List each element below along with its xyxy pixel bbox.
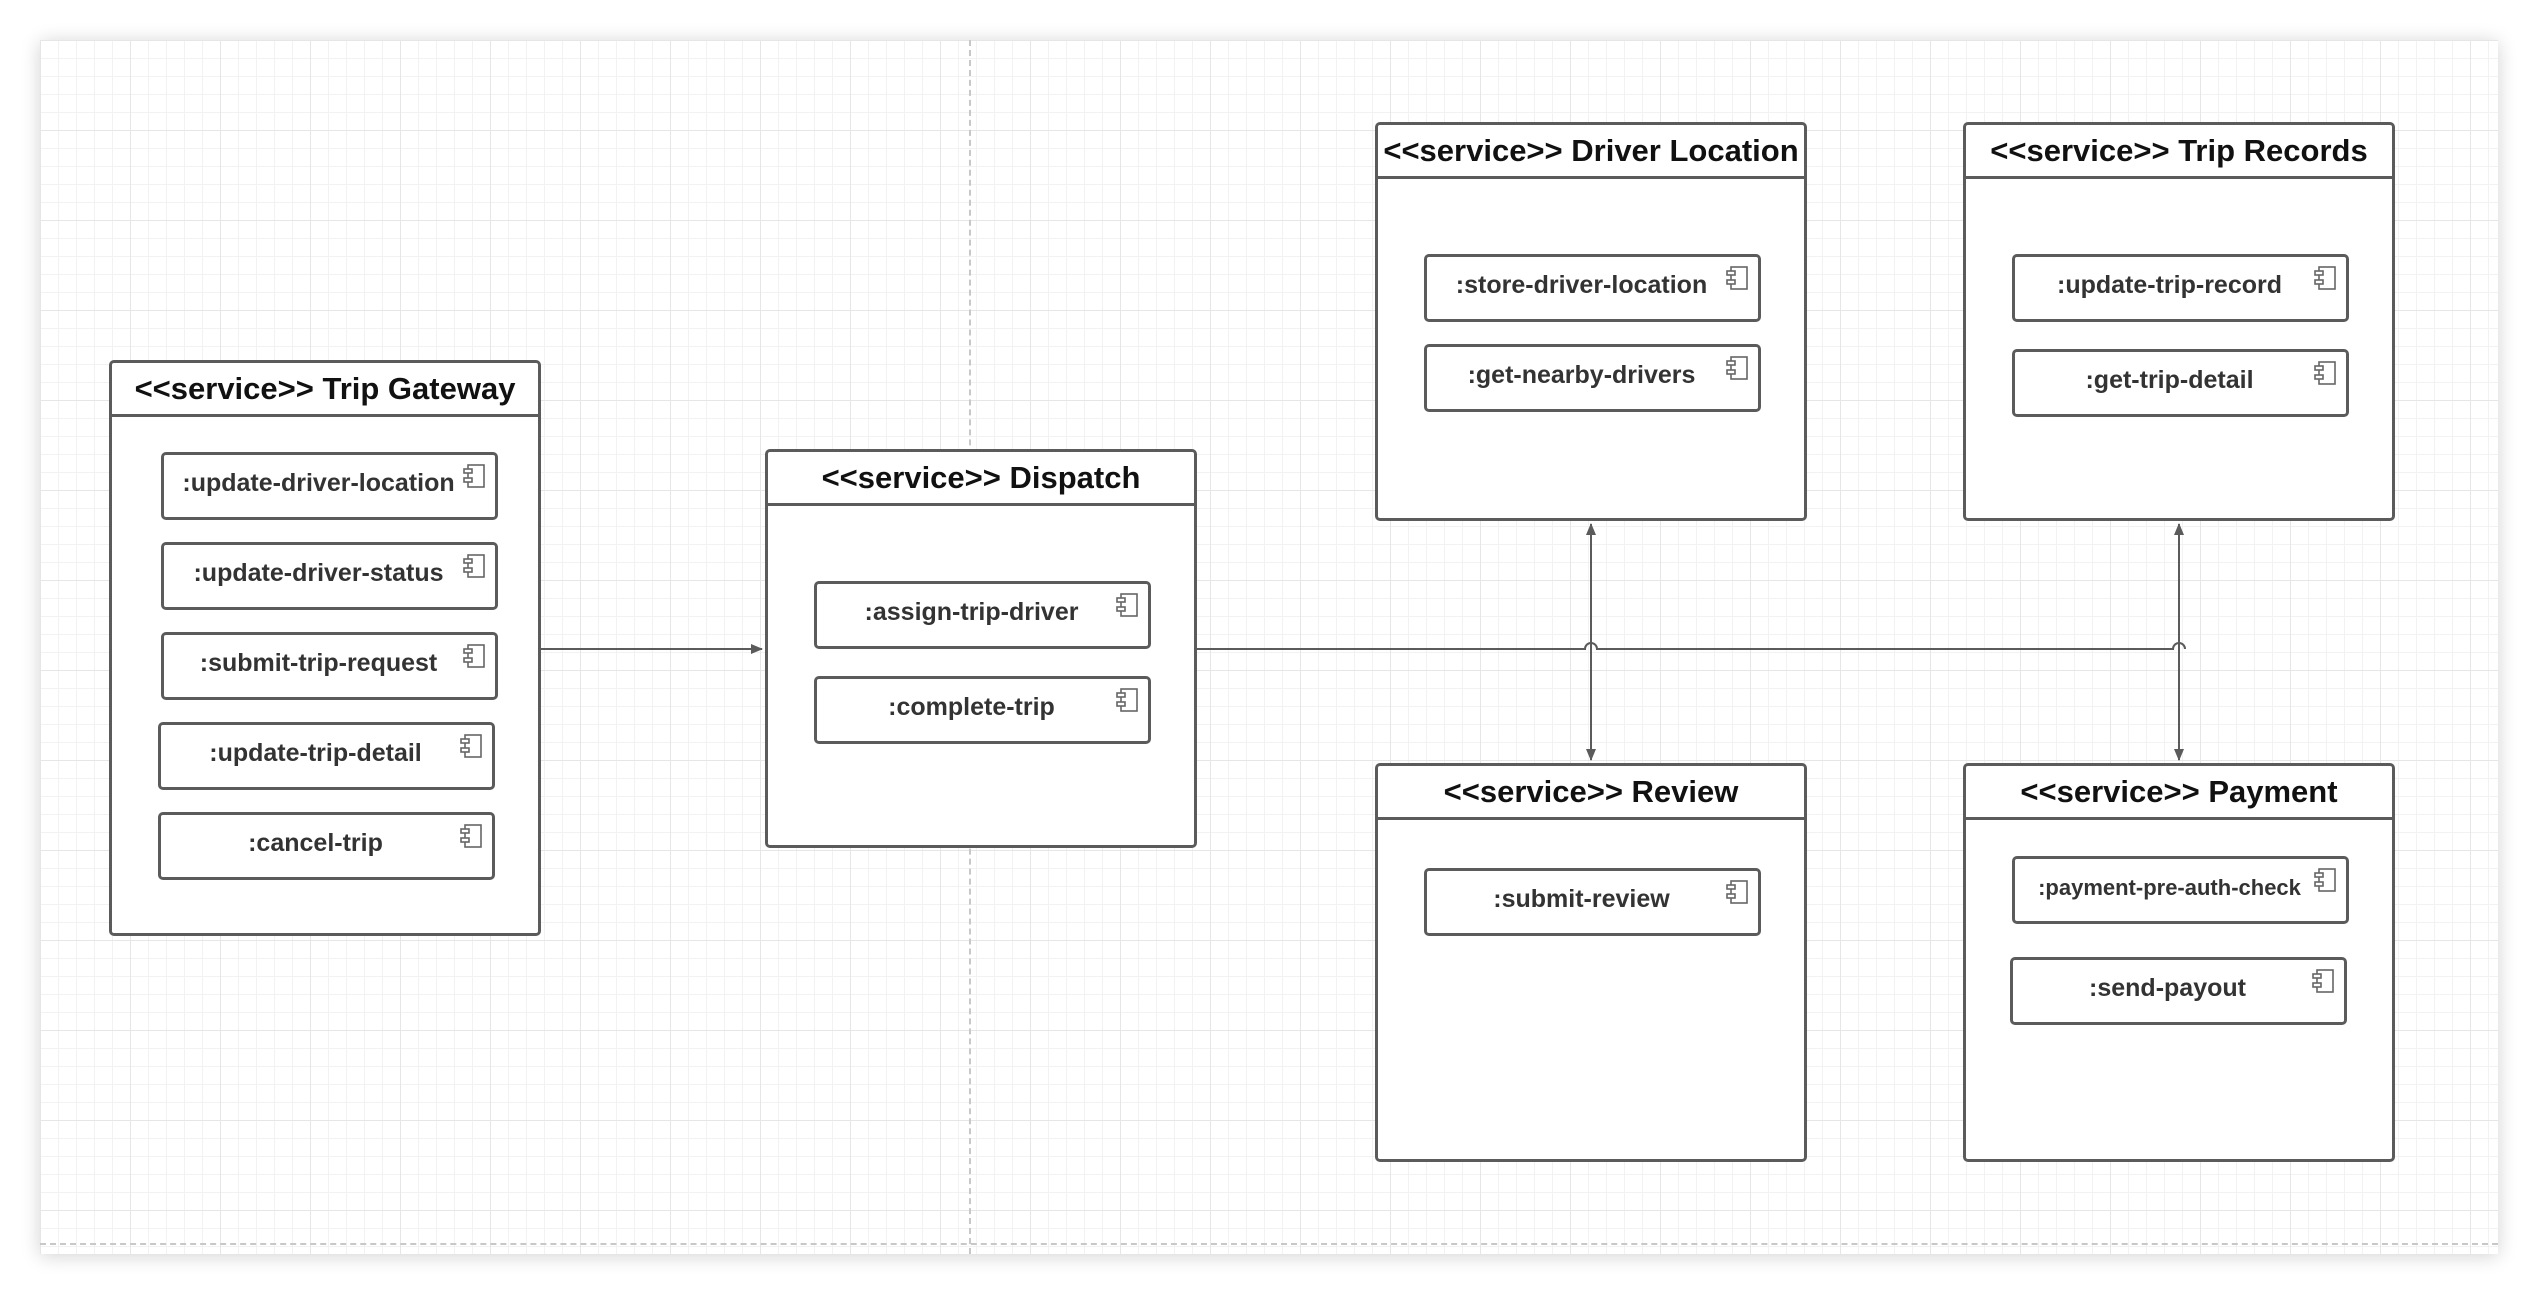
uml-component-icon — [460, 824, 482, 848]
uml-component-icon — [1726, 880, 1748, 904]
component-label: :cancel-trip — [248, 829, 383, 857]
uml-component-icon — [463, 464, 485, 488]
component-label: :update-trip-record — [2057, 271, 2282, 299]
uml-component-icon — [460, 734, 482, 758]
component-get-nearby-drivers[interactable]: :get-nearby-drivers — [1424, 344, 1761, 412]
uml-component-icon — [2314, 361, 2336, 385]
component-update-trip-record[interactable]: :update-trip-record — [2012, 254, 2349, 322]
uml-component-icon — [2312, 969, 2334, 993]
uml-component-icon — [463, 554, 485, 578]
service-title: <<service>> Trip Records — [1966, 125, 2392, 179]
component-send-payout[interactable]: :send-payout — [2010, 957, 2347, 1025]
component-assign-trip-driver[interactable]: :assign-trip-driver — [814, 581, 1151, 649]
component-label: :complete-trip — [888, 693, 1055, 721]
component-label: :update-trip-detail — [209, 739, 422, 767]
component-label: :get-nearby-drivers — [1467, 361, 1696, 389]
component-label: :submit-trip-request — [199, 649, 438, 677]
component-label: :payment-pre-auth-check — [2038, 875, 2301, 900]
service-title: <<service>> Review — [1378, 766, 1804, 820]
uml-component-icon — [1726, 266, 1748, 290]
component-label: :send-payout — [2089, 974, 2246, 1002]
component-label: :assign-trip-driver — [864, 598, 1079, 626]
component-update-driver-location[interactable]: :update-driver-location — [161, 452, 498, 520]
component-submit-trip-request[interactable]: :submit-trip-request — [161, 632, 498, 700]
page-break-guide-horizontal — [40, 1243, 2498, 1245]
service-trip-records[interactable]: <<service>> Trip Records :update-trip-re… — [1963, 122, 2395, 521]
uml-component-icon — [1116, 688, 1138, 712]
component-label: :store-driver-location — [1455, 271, 1708, 299]
uml-component-icon — [2314, 868, 2336, 892]
component-label: :update-driver-status — [193, 559, 444, 587]
service-trip-gateway[interactable]: <<service>> Trip Gateway :update-driver-… — [109, 360, 541, 936]
component-get-trip-detail[interactable]: :get-trip-detail — [2012, 349, 2349, 417]
component-cancel-trip[interactable]: :cancel-trip — [158, 812, 495, 880]
service-title: <<service>> Dispatch — [768, 452, 1194, 506]
service-review[interactable]: <<service>> Review :submit-review — [1375, 763, 1807, 1162]
component-label: :update-driver-location — [182, 469, 455, 497]
component-update-trip-detail[interactable]: :update-trip-detail — [158, 722, 495, 790]
uml-component-icon — [2314, 266, 2336, 290]
uml-component-icon — [1116, 593, 1138, 617]
service-title: <<service>> Trip Gateway — [112, 363, 538, 417]
component-submit-review[interactable]: :submit-review — [1424, 868, 1761, 936]
component-complete-trip[interactable]: :complete-trip — [814, 676, 1151, 744]
component-payment-pre-auth-check[interactable]: :payment-pre-auth-check — [2012, 856, 2349, 924]
uml-component-icon — [463, 644, 485, 668]
component-label: :get-trip-detail — [2085, 366, 2254, 394]
service-payment[interactable]: <<service>> Payment :payment-pre-auth-ch… — [1963, 763, 2395, 1162]
component-update-driver-status[interactable]: :update-driver-status — [161, 542, 498, 610]
service-title: <<service>> Driver Location — [1378, 125, 1804, 179]
service-dispatch[interactable]: <<service>> Dispatch :assign-trip-driver… — [765, 449, 1197, 848]
service-driver-location[interactable]: <<service>> Driver Location :store-drive… — [1375, 122, 1807, 521]
service-title: <<service>> Payment — [1966, 766, 2392, 820]
component-label: :submit-review — [1493, 885, 1670, 913]
uml-component-icon — [1726, 356, 1748, 380]
component-store-driver-location[interactable]: :store-driver-location — [1424, 254, 1761, 322]
